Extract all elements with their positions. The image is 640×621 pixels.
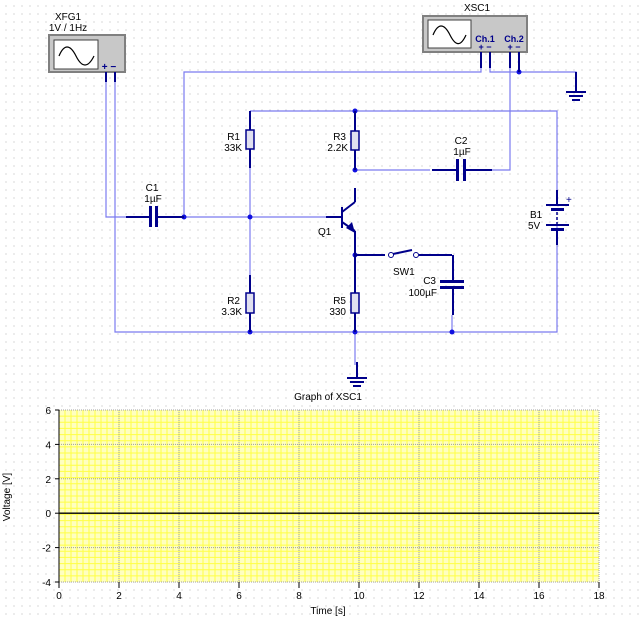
wire-xfg-minus[interactable]	[114, 72, 558, 333]
y-tick-label: -2	[42, 544, 51, 555]
ground-symbol-bottom	[347, 362, 367, 387]
r2-name: R2	[227, 296, 240, 307]
r1-name: R1	[227, 132, 240, 143]
x-tick-label: 10	[353, 591, 365, 602]
x-axis-label: Time [s]	[310, 606, 345, 617]
ground-symbol-top	[566, 72, 586, 101]
x-tick-label: 4	[176, 591, 182, 602]
xfg1-name: XFG1	[55, 12, 82, 23]
x-tick-label: 18	[593, 591, 605, 602]
ch2-terminals: + −	[507, 42, 520, 52]
switch-sw1[interactable]: SW1	[355, 249, 452, 278]
capacitor-c1[interactable]: C1 1µF	[126, 183, 184, 227]
junction-node	[247, 214, 253, 220]
y-tick-label: 2	[45, 475, 51, 486]
ch1-terminals: + −	[478, 42, 491, 52]
junction-node	[449, 329, 455, 335]
function-generator-xfg1[interactable]: XFG1 1V / 1Hz + −	[48, 12, 126, 82]
wire-vcc-rail[interactable]	[250, 110, 558, 190]
chart-title: Graph of XSC1	[294, 392, 362, 403]
xfg1-setting: 1V / 1Hz	[49, 23, 87, 34]
wire-xfg-plus[interactable]	[105, 72, 135, 218]
x-axis-ticks: 0 2 4 6 8 10 12 14 16 18	[56, 582, 605, 602]
minor-grid	[59, 410, 599, 582]
b1-polarity: +	[566, 195, 572, 206]
junctions	[181, 69, 522, 335]
sine-wave-icon	[432, 25, 467, 45]
r5-value: 330	[329, 307, 346, 318]
r1-value: 33K	[224, 143, 242, 154]
xfg1-terminals: + −	[102, 62, 117, 73]
q1-name: Q1	[318, 227, 332, 238]
resistor-r3[interactable]: R3 2.2K	[327, 111, 360, 170]
capacitor-c3[interactable]: C3 100µF	[408, 255, 464, 315]
r3-value: 2.2K	[327, 143, 348, 154]
b1-value: 5V	[528, 221, 541, 232]
oscilloscope-graph: Graph of XSC1 0 2 4 6 8 10 12 14 16 18 -4 -2 0 2 4 6 T…	[2, 392, 605, 617]
r3-name: R3	[333, 132, 346, 143]
y-axis-ticks: -4 -2 0 2 4 6	[42, 406, 59, 589]
c2-name: C2	[455, 136, 468, 147]
b1-name: B1	[530, 210, 543, 221]
capacitor-c2[interactable]: C2 1µF	[432, 136, 492, 181]
r5-name: R5	[333, 296, 346, 307]
transistor-q1[interactable]: Q1	[318, 188, 356, 255]
x-tick-label: 14	[473, 591, 485, 602]
c2-value: 1µF	[453, 147, 470, 158]
y-axis-label: Voltage [V]	[2, 473, 13, 522]
y-tick-label: 0	[45, 509, 51, 520]
resistor-r1[interactable]: R1 33K	[224, 111, 255, 168]
x-tick-label: 6	[236, 591, 242, 602]
y-tick-label: 4	[45, 440, 51, 451]
ch2-label: Ch.2	[504, 34, 524, 44]
y-tick-label: -4	[42, 578, 51, 589]
x-tick-label: 0	[56, 591, 62, 602]
y-tick-label: 6	[45, 406, 51, 417]
r2-value: 3.3K	[221, 307, 242, 318]
x-tick-label: 12	[413, 591, 425, 602]
resistor-r5[interactable]: R5 330	[329, 255, 360, 332]
xsc1-name: XSC1	[464, 3, 491, 14]
wire-ch1-minus[interactable]	[489, 60, 577, 90]
sine-wave-icon	[58, 46, 95, 66]
resistor-r2[interactable]: R2 3.3K	[221, 275, 255, 332]
c3-value: 100µF	[408, 288, 437, 299]
x-tick-label: 2	[116, 591, 122, 602]
sw1-name: SW1	[393, 267, 415, 278]
c1-name: C1	[146, 183, 159, 194]
ch1-label: Ch.1	[475, 34, 495, 44]
x-tick-label: 8	[296, 591, 302, 602]
wire-ch2-plus[interactable]	[492, 60, 511, 171]
c3-name: C3	[423, 276, 436, 287]
battery-b1[interactable]: B1 5V +	[528, 190, 572, 245]
x-tick-label: 16	[533, 591, 545, 602]
oscilloscope-xsc1[interactable]: XSC1 Ch.1 Ch.2 + − + −	[422, 3, 528, 72]
c1-value: 1µF	[144, 194, 161, 205]
